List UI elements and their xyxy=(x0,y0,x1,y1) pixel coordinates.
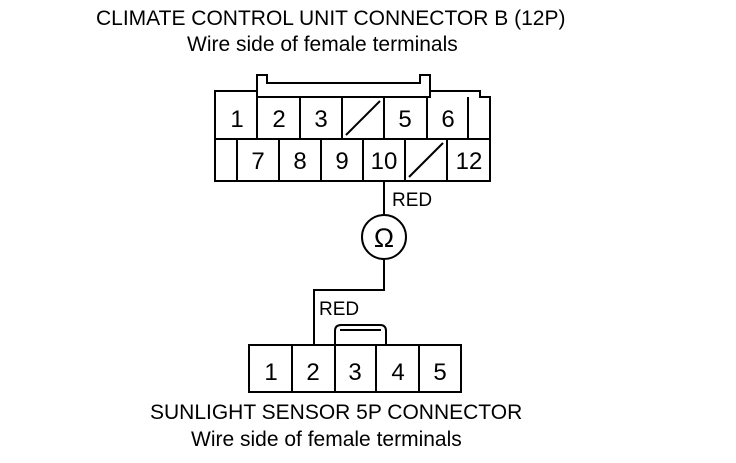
pin-label: 1 xyxy=(230,106,243,133)
pin-label: 8 xyxy=(293,148,306,175)
connector-lock-tab xyxy=(256,74,431,91)
climate-control-connector xyxy=(214,74,491,182)
pin-label: 2 xyxy=(272,106,285,133)
probe-wire-bottom xyxy=(313,259,385,345)
pin-label: 9 xyxy=(335,148,348,175)
bottom-row-pins: 7 8 9 10 12 xyxy=(251,148,482,175)
pin-label: 3 xyxy=(314,106,327,133)
sunlight-sensor-connector xyxy=(248,324,462,393)
blank-cavity-4 xyxy=(345,100,381,136)
top-row-pins: 1 2 3 5 6 xyxy=(230,106,454,133)
bottom-connector-title: SUNLIGHT SENSOR 5P CONNECTOR xyxy=(150,401,522,424)
bottom-connector-subtitle: Wire side of female terminals xyxy=(191,428,462,451)
pin-label: 3 xyxy=(348,359,361,386)
top-connector-subtitle: Wire side of female terminals xyxy=(187,33,458,56)
pin-label: 5 xyxy=(433,359,446,386)
sensor-pins: 1 2 3 4 5 xyxy=(264,359,446,386)
pin-label: 2 xyxy=(306,359,319,386)
connector-housing xyxy=(248,344,462,393)
pin-label: 12 xyxy=(456,148,483,175)
pin-label: 1 xyxy=(264,359,277,386)
blank-cavity-11 xyxy=(408,142,444,178)
pin-label: 5 xyxy=(398,106,411,133)
wire-color-label-top: RED xyxy=(392,190,432,211)
pin-label: 6 xyxy=(441,106,454,133)
wire-color-label-bottom: RED xyxy=(319,299,359,320)
pin-label: 7 xyxy=(251,148,264,175)
top-connector-title: CLIMATE CONTROL UNIT CONNECTOR B (12P) xyxy=(96,7,565,30)
test-wiring xyxy=(313,181,407,345)
ohm-symbol: Ω xyxy=(374,223,394,253)
connector-lock-tab xyxy=(334,324,387,345)
pin-label: 10 xyxy=(371,148,398,175)
pin-label: 4 xyxy=(391,359,404,386)
